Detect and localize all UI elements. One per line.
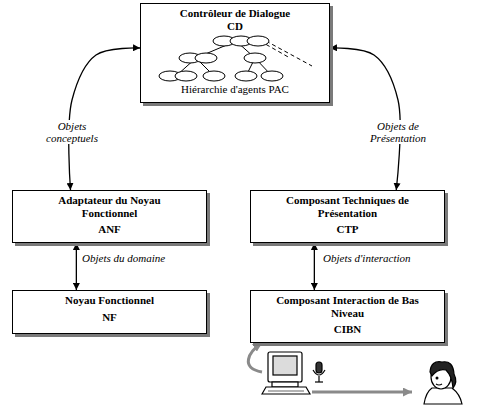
edge-label: Objets de Présentation (361, 120, 435, 144)
connector-arrow (69, 48, 140, 190)
box-text: ANF (55, 223, 165, 236)
input-arrow (248, 343, 262, 372)
edge-label: Objets conceptuels (35, 120, 109, 144)
component-box: Composant Interaction de Bas NiveauCIBN (250, 290, 445, 343)
connector-arrow (330, 48, 400, 190)
box-text: NF (20, 311, 200, 324)
component-box: Contrôleur de DialogueCD Hiérarchie d'age… (140, 3, 330, 103)
edge-label: Objets du domaine (80, 252, 204, 264)
component-box: Adaptateur du Noyau FonctionnelANF (12, 190, 207, 243)
edge-label: Objets d'interaction (321, 252, 445, 264)
output-arrow (312, 391, 412, 394)
connector-arrow (76, 243, 77, 290)
microphone-icon (313, 362, 325, 382)
box-title: Composant Techniques de Présentation (273, 194, 423, 220)
component-box: Noyau FonctionnelNF (12, 290, 207, 334)
connector-arrow (314, 243, 315, 290)
box-text: Hiérarchie d'agents PAC (147, 83, 323, 96)
box-title: Noyau Fonctionnel (20, 294, 200, 307)
box-text: CD (147, 20, 323, 33)
box-title: Contrôleur de Dialogue (147, 7, 323, 20)
box-title: Composant Interaction de Bas Niveau (273, 294, 423, 320)
box-text: CIBN (273, 323, 423, 336)
component-box: Composant Techniques de PrésentationCTP (250, 190, 445, 243)
box-text: CTP (273, 223, 423, 236)
box-title: Adaptateur du Noyau Fonctionnel (55, 194, 165, 220)
user-figure (424, 362, 462, 404)
computer-icon (262, 352, 310, 394)
